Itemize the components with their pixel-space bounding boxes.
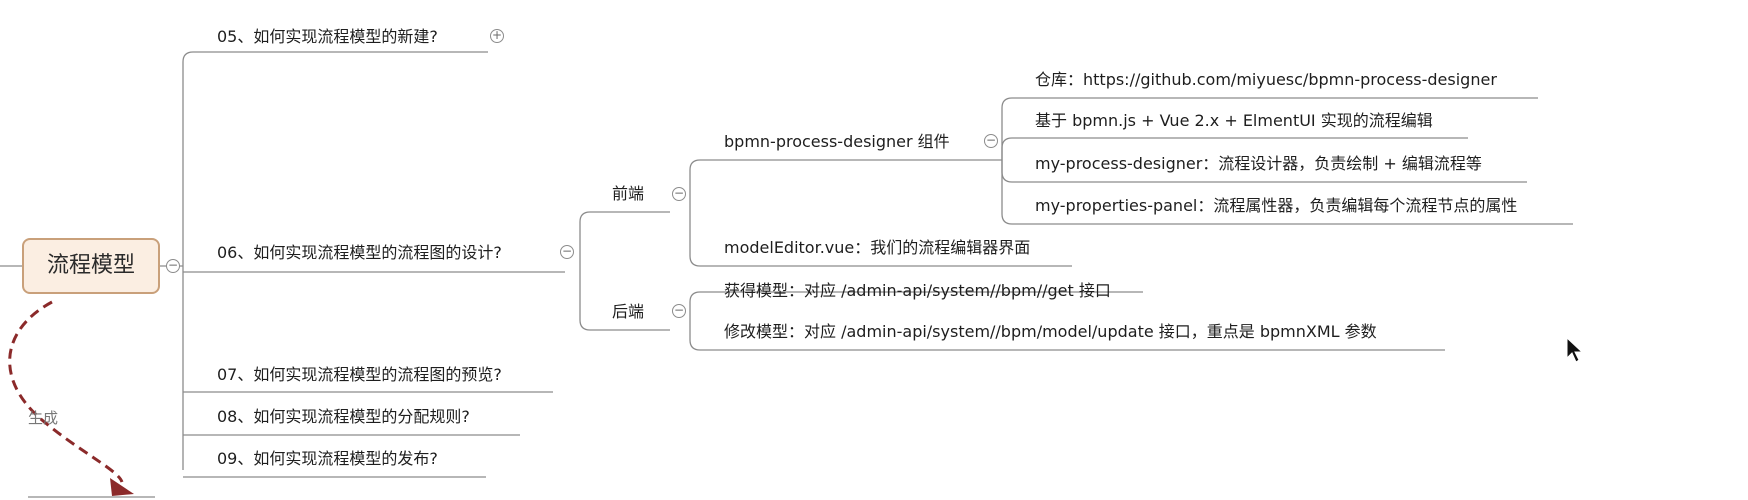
designer-item-properties-panel[interactable]: my-properties-panel：流程属性器，负责编辑每个流程节点的属性 bbox=[1035, 196, 1518, 215]
topic-08[interactable]: 08、如何实现流程模型的分配规则? bbox=[217, 407, 470, 426]
collapse-toggle-icon[interactable]: − bbox=[672, 186, 686, 201]
designer-item-repo[interactable]: 仓库：https://github.com/miyuesc/bpmn-proce… bbox=[1035, 70, 1497, 89]
collapse-toggle-icon[interactable]: − bbox=[560, 244, 574, 259]
topic-06[interactable]: 06、如何实现流程模型的流程图的设计? bbox=[217, 243, 502, 262]
topic-07[interactable]: 07、如何实现流程模型的流程图的预览? bbox=[217, 365, 502, 384]
collapse-toggle-icon[interactable]: − bbox=[166, 258, 180, 273]
designer-node[interactable]: bpmn-process-designer 组件 bbox=[724, 132, 950, 151]
designer-item-process-designer[interactable]: my-process-designer：流程设计器，负责绘制 + 编辑流程等 bbox=[1035, 154, 1482, 173]
collapse-toggle-icon[interactable]: − bbox=[672, 303, 686, 318]
backend-item-update[interactable]: 修改模型：对应 /admin-api/system//bpm/model/upd… bbox=[724, 322, 1377, 341]
central-topic[interactable]: 流程模型 bbox=[22, 238, 160, 294]
collapse-toggle-icon[interactable]: − bbox=[984, 133, 998, 148]
expand-toggle-icon[interactable]: + bbox=[490, 28, 504, 43]
topic-09[interactable]: 09、如何实现流程模型的发布? bbox=[217, 449, 438, 468]
backend-item-get[interactable]: 获得模型：对应 /admin-api/system//bpm//get 接口 bbox=[724, 281, 1111, 300]
backend-node[interactable]: 后端 bbox=[612, 302, 645, 321]
mouse-cursor-icon bbox=[1566, 336, 1584, 363]
relationship-label: 生成 bbox=[28, 409, 59, 427]
topic-05[interactable]: 05、如何实现流程模型的新建? bbox=[217, 27, 438, 46]
designer-item-stack[interactable]: 基于 bpmn.js + Vue 2.x + ElmentUI 实现的流程编辑 bbox=[1035, 111, 1433, 130]
frontend-node[interactable]: 前端 bbox=[612, 184, 645, 203]
editor-node[interactable]: modelEditor.vue：我们的流程编辑器界面 bbox=[724, 238, 1031, 257]
